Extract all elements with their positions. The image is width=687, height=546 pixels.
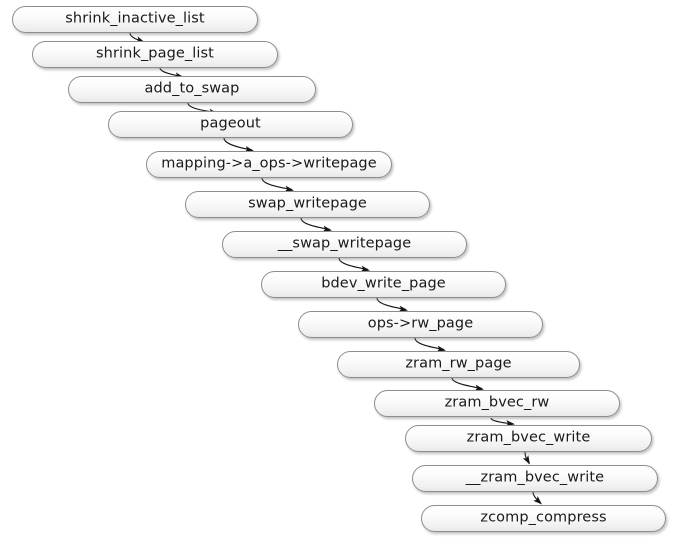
node-label: mapping->a_ops->writepage: [161, 155, 377, 172]
node-zram_bvec_write[interactable]: zram_bvec_write: [405, 425, 652, 452]
node-__zram_bvec_write[interactable]: __zram_bvec_write: [412, 465, 658, 492]
edge-pageout-to-mapping_a_ops_writepage: [223, 137, 253, 151]
node-label: zram_bvec_rw: [444, 394, 550, 411]
edge-__zram_bvec_write-to-zcomp_compress: [532, 491, 542, 504]
node-label: ops->rw_page: [367, 315, 474, 332]
node-label: zcomp_compress: [480, 509, 607, 526]
edge-zram_bvec_rw-to-zram_bvec_write: [490, 417, 514, 425]
edge-ops_rw_page-to-zram_rw_page: [414, 337, 445, 351]
node-zcomp_compress[interactable]: zcomp_compress: [421, 505, 666, 532]
node-label: __zram_bvec_write: [465, 469, 605, 486]
node-label: __swap_writepage: [277, 235, 412, 252]
edge-bdev_write_page-to-ops_rw_page: [376, 297, 407, 311]
node-label: pageout: [200, 115, 261, 132]
node-zram_rw_page[interactable]: zram_rw_page: [337, 351, 580, 378]
node-shrink_page_list[interactable]: shrink_page_list: [32, 41, 278, 68]
edge-zram_rw_page-to-zram_bvec_rw: [451, 377, 483, 390]
node-mapping_a_ops_writepage[interactable]: mapping->a_ops->writepage: [146, 151, 392, 178]
edge-mapping_a_ops_writepage-to-swap_writepage: [261, 177, 293, 191]
node-bdev_write_page[interactable]: bdev_write_page: [261, 271, 506, 298]
node-label: swap_writepage: [248, 195, 367, 212]
node-label: shrink_page_list: [96, 45, 214, 62]
node-__swap_writepage[interactable]: __swap_writepage: [222, 231, 467, 258]
edge-swap_writepage-to-__swap_writepage: [300, 217, 331, 231]
node-label: add_to_swap: [144, 80, 240, 97]
edge-__swap_writepage-to-bdev_write_page: [338, 257, 369, 271]
node-label: bdev_write_page: [321, 275, 446, 292]
edge-zram_bvec_write-to-__zram_bvec_write: [524, 451, 530, 464]
node-swap_writepage[interactable]: swap_writepage: [185, 191, 430, 218]
node-shrink_inactive_list[interactable]: shrink_inactive_list: [12, 6, 258, 33]
node-label: zram_bvec_write: [466, 429, 591, 446]
node-add_to_swap[interactable]: add_to_swap: [68, 76, 316, 103]
node-ops_rw_page[interactable]: ops->rw_page: [298, 311, 543, 338]
node-label: shrink_inactive_list: [65, 10, 205, 27]
node-pageout[interactable]: pageout: [108, 111, 353, 138]
node-label: zram_rw_page: [405, 355, 512, 372]
node-zram_bvec_rw[interactable]: zram_bvec_rw: [374, 390, 620, 417]
